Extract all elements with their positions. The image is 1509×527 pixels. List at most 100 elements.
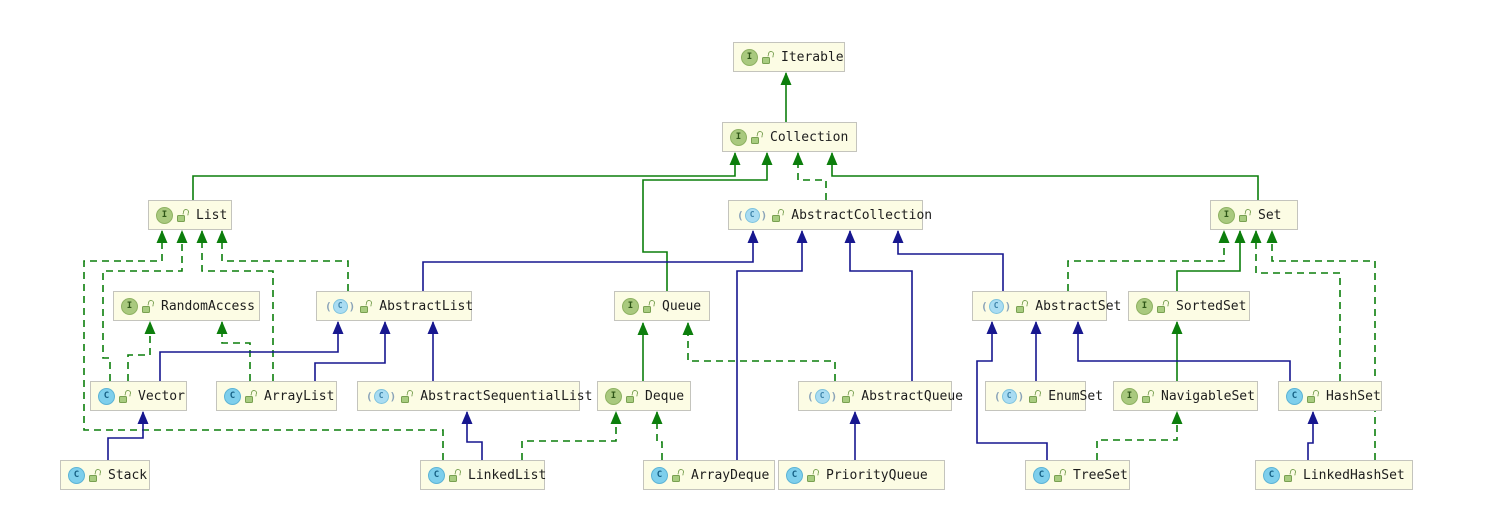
public-lock-icon <box>142 300 154 313</box>
class-icon: C <box>1286 387 1303 405</box>
interface-icon: I <box>156 206 173 224</box>
interface-icon: I <box>1218 206 1235 224</box>
public-lock-icon <box>1054 469 1066 482</box>
abstract-class-icon: (C) <box>737 207 768 223</box>
node-AbstractCollection[interactable]: (C)AbstractCollection <box>728 200 932 230</box>
node-label: EnumSet <box>1048 388 1104 404</box>
node-AbstractSequentialList[interactable]: (C) AbstractSequentialList <box>357 381 592 411</box>
edge-ArrayList-AbstractList-extends <box>314 321 391 381</box>
public-lock-icon <box>119 390 131 403</box>
node-Collection[interactable]: I Collection <box>722 122 857 152</box>
node-label: LinkedHashSet <box>1303 467 1405 483</box>
node-label: PriorityQueue <box>826 467 928 483</box>
edge-LinkedHashSet-Set-implements <box>1266 230 1376 460</box>
edge-Stack-Vector-extends <box>107 411 149 460</box>
node-Vector[interactable]: C Vector <box>90 381 187 411</box>
public-lock-icon <box>842 390 854 403</box>
public-lock-icon <box>245 390 257 403</box>
node-label: Collection <box>770 129 849 145</box>
interface-icon: I <box>730 128 747 146</box>
public-lock-icon <box>672 469 684 482</box>
node-Stack[interactable]: C Stack <box>60 460 150 490</box>
node-label: RandomAccess <box>161 298 255 314</box>
public-lock-icon <box>177 209 189 222</box>
node-label: AbstractSet <box>1035 298 1122 314</box>
public-lock-icon <box>762 51 774 64</box>
interface-icon: I <box>741 48 758 66</box>
class-icon: C <box>98 387 115 405</box>
edge-ArrayDeque-Deque-implements <box>651 411 663 460</box>
node-Iterable[interactable]: I Iterable <box>733 42 845 72</box>
abstract-class-icon: (C) <box>366 388 397 404</box>
edge-HashSet-Set-implements <box>1250 230 1341 381</box>
public-lock-icon <box>626 390 638 403</box>
public-lock-icon <box>1016 300 1028 313</box>
abstract-class-icon: (C) <box>325 298 356 314</box>
node-label: SortedSet <box>1176 298 1247 314</box>
node-AbstractSet[interactable]: (C) AbstractSet <box>972 291 1121 321</box>
node-RandomAccess[interactable]: I RandomAccess <box>113 291 260 321</box>
edge-AbstractQueue-AbstractCollection-extends <box>844 230 913 381</box>
node-AbstractQueue[interactable]: (C)AbstractQueue <box>798 381 963 411</box>
edge-LinkedList-Deque-implements <box>521 411 622 460</box>
node-label: Iterable <box>781 49 844 65</box>
node-HashSet[interactable]: C HashSet <box>1278 381 1382 411</box>
edge-Set-Collection-extends <box>826 152 1259 200</box>
node-PriorityQueue[interactable]: C PriorityQueue <box>778 460 945 490</box>
class-icon: C <box>1263 466 1280 484</box>
edge-HashSet-AbstractSet-extends <box>1072 321 1291 381</box>
public-lock-icon <box>360 300 372 313</box>
class-icon: C <box>651 466 668 484</box>
public-lock-icon <box>1157 300 1169 313</box>
class-icon: C <box>68 466 85 484</box>
edge-AbstractList-AbstractCollection-extends <box>422 230 759 291</box>
public-lock-icon <box>751 131 763 144</box>
node-Deque[interactable]: I Deque <box>597 381 691 411</box>
edge-AbstractSet-Set-implements <box>1067 230 1230 291</box>
abstract-class-icon: (C) <box>981 298 1012 314</box>
node-Queue[interactable]: I Queue <box>614 291 710 321</box>
edge-AbstractList-List-implements <box>216 230 349 291</box>
node-EnumSet[interactable]: (C) EnumSet <box>985 381 1103 411</box>
interface-icon: I <box>622 297 639 315</box>
node-label: Vector <box>138 388 185 404</box>
edge-ArrayList-RandomAccess-implements <box>216 321 251 381</box>
node-label: Queue <box>662 298 702 314</box>
public-lock-icon <box>807 469 819 482</box>
public-lock-icon <box>1284 469 1296 482</box>
edge-LinkedList-AbstractSequentialList-extends <box>461 411 483 460</box>
node-AbstractList[interactable]: (C)AbstractList <box>316 291 473 321</box>
public-lock-icon <box>1239 209 1251 222</box>
class-icon: C <box>786 466 803 484</box>
edge-ArrayDeque-AbstractCollection-extends <box>736 230 808 460</box>
public-lock-icon <box>772 209 784 222</box>
node-label: AbstractSequentialList <box>420 388 593 404</box>
node-label: Deque <box>645 388 685 404</box>
node-label: Stack <box>108 467 148 483</box>
node-List[interactable]: I List <box>148 200 232 230</box>
edge-TreeSet-NavigableSet-implements <box>1096 411 1183 460</box>
node-label: HashSet <box>1326 388 1381 404</box>
edge-LinkedList-List-implements <box>83 230 444 460</box>
interface-icon: I <box>605 387 622 405</box>
node-label: ArrayDeque <box>691 467 770 483</box>
node-label: NavigableSet <box>1161 388 1255 404</box>
node-label: List <box>196 207 228 223</box>
public-lock-icon <box>401 390 413 403</box>
node-ArrayDeque[interactable]: C ArrayDeque <box>643 460 775 490</box>
class-icon: C <box>1033 466 1050 484</box>
public-lock-icon <box>1142 390 1154 403</box>
edge-List-Collection-extends <box>192 152 741 200</box>
abstract-class-icon: (C) <box>994 388 1025 404</box>
edge-AbstractCollection-Collection-implements <box>792 152 827 200</box>
interface-icon: I <box>121 297 138 315</box>
node-LinkedHashSet[interactable]: C LinkedHashSet <box>1255 460 1413 490</box>
public-lock-icon <box>1307 390 1319 403</box>
